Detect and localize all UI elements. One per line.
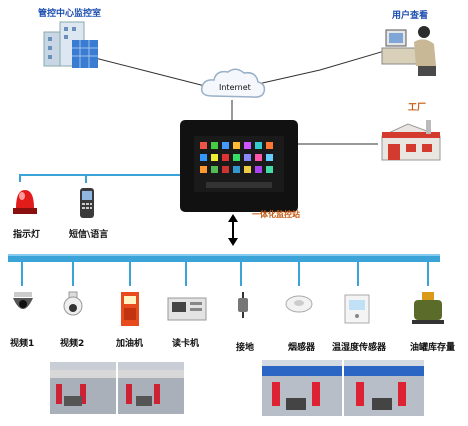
sms-voice-label: 短信\语言 <box>69 230 109 240</box>
phone-icon <box>80 188 94 218</box>
fuel-dispenser-icon <box>121 292 139 326</box>
gas-station-photo <box>262 360 342 416</box>
controller-label: 一体化监控站 <box>252 210 300 219</box>
smoke-label: 烟感器 <box>288 343 316 353</box>
gas-station-photo <box>344 360 424 416</box>
internet-label: Internet <box>219 83 251 92</box>
dispenser-label: 加油机 <box>116 339 144 349</box>
smoke-detector-icon <box>285 295 313 313</box>
card-reader-icon <box>167 297 207 321</box>
factory-icon <box>381 120 441 161</box>
indicator-lamp-icon <box>13 190 37 214</box>
internet-cloud-icon <box>200 68 266 98</box>
factory-label: 工厂 <box>408 103 427 113</box>
ptz-camera-icon <box>63 291 83 316</box>
tank-gauge-icon <box>412 292 444 324</box>
ground-clamp-icon <box>238 292 248 318</box>
user-view-label: 用户查看 <box>392 11 429 21</box>
dome-camera-icon <box>13 292 33 309</box>
card-reader-label: 读卡机 <box>172 339 200 349</box>
temp-humidity-label: 温湿度传感器 <box>332 343 387 353</box>
video2-label: 视频2 <box>60 339 85 349</box>
ground-label: 接地 <box>236 343 255 353</box>
temp-humidity-sensor-icon <box>344 294 370 324</box>
user-at-desk-icon <box>381 26 436 76</box>
gas-station-photo <box>50 362 116 414</box>
bus-bar <box>8 254 440 262</box>
gas-station-photo <box>118 362 184 414</box>
tank-label: 油罐库存量 <box>410 343 456 353</box>
indicator-label: 指示灯 <box>13 230 41 240</box>
building-icon <box>43 21 98 68</box>
video1-label: 视频1 <box>10 339 35 349</box>
monitoring-station-tablet[interactable] <box>180 120 300 214</box>
monitor-center-label: 管控中心监控室 <box>38 9 102 19</box>
